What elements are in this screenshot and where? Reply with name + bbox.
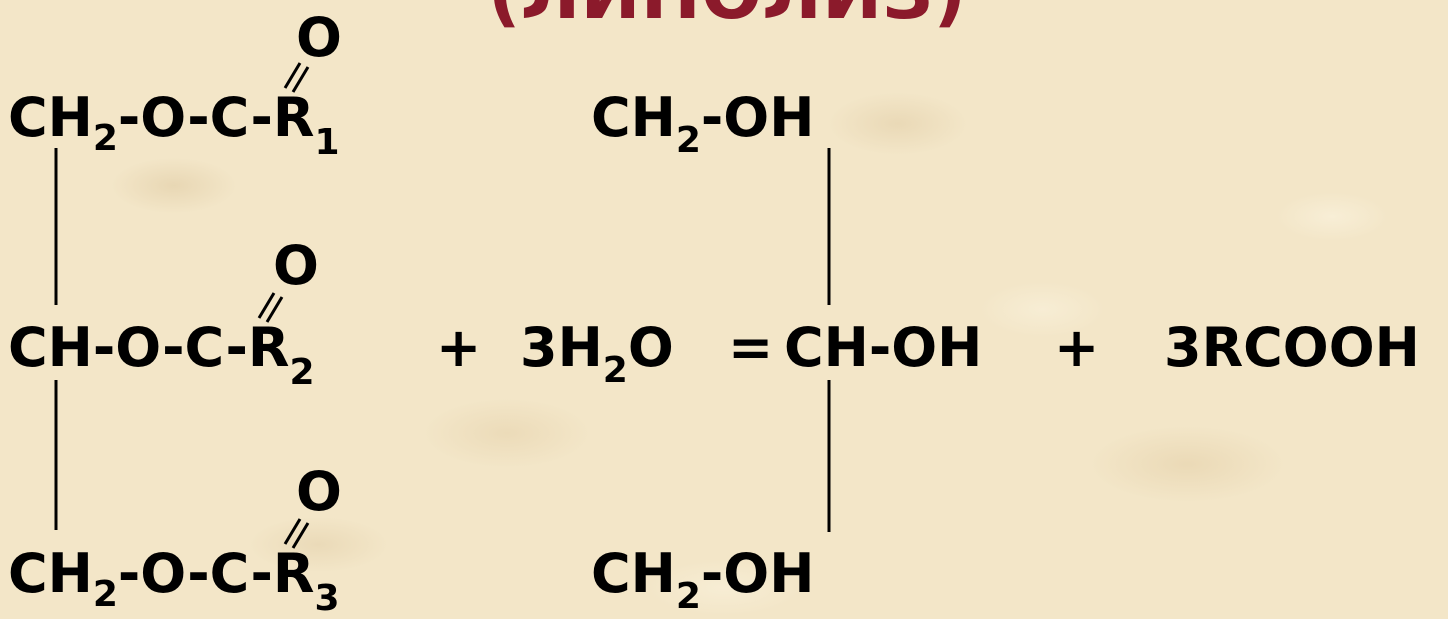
glycerol-top-main: CH: [591, 86, 676, 149]
ester-row-2-link: -O-C: [93, 316, 226, 379]
water-oxygen: O: [628, 316, 674, 379]
double-bond-1b: [291, 66, 310, 93]
double-bond-3b: [291, 522, 310, 549]
ester-row-1-r: R: [273, 86, 315, 149]
ester-row-1: CH2-O-C-R1: [8, 86, 340, 163]
equals-sign: =: [728, 316, 773, 379]
ester-row-3-main: CH: [8, 542, 93, 605]
double-bond-2a: [257, 292, 276, 319]
carbonyl-oxygen-2: O: [273, 234, 319, 297]
ester-row-1-link: -O-C: [118, 86, 251, 149]
double-bond-2b: [265, 296, 284, 323]
plus-sign-1: +: [436, 316, 481, 379]
reaction-title: (ЛИПОЛИЗ): [488, 0, 967, 35]
glycerol-top-rest: -OH: [701, 86, 815, 149]
carbonyl-oxygen-1: O: [296, 6, 342, 69]
ester-row-1-dash: -: [251, 86, 273, 149]
triglyceride: O CH2-O-C-R1 O CH-O-C-R2 O CH2-O-C-R3: [8, 6, 342, 619]
ester-row-2-r-subscript: 2: [289, 352, 314, 393]
fatty-acid: 3RCOOH: [1164, 316, 1420, 379]
ester-row-1-main-subscript: 2: [93, 118, 118, 159]
glycerol-bottom: CH2-OH: [591, 542, 814, 617]
glycerol-bottom-rest: -OH: [701, 542, 815, 605]
ester-row-1-r-subscript: 1: [315, 122, 340, 163]
glycerol-top: CH2-OH: [591, 86, 814, 161]
ester-row-2-r: R: [248, 316, 290, 379]
glycerol-top-subscript: 2: [676, 120, 701, 161]
ester-row-3-link: -O-C: [118, 542, 251, 605]
ester-row-2-main: CH: [8, 316, 93, 379]
double-bond-3a: [283, 518, 302, 545]
ester-row-3-dash: -: [251, 542, 273, 605]
double-bond-1a: [283, 62, 302, 89]
ester-row-3-main-subscript: 2: [93, 574, 118, 615]
glycerol-middle: CH-OH: [784, 316, 982, 379]
glycerol-bottom-main: CH: [591, 542, 676, 605]
water-coefficient-h: 3H: [520, 316, 603, 379]
ester-row-2-dash: -: [225, 316, 247, 379]
glycerol: CH2-OH CH-OH CH2-OH: [591, 86, 982, 617]
carbonyl-oxygen-3: O: [296, 460, 342, 523]
plus-sign-2: +: [1054, 316, 1099, 379]
water-molecule: 3H2O: [520, 316, 674, 391]
ester-row-3: CH2-O-C-R3: [8, 542, 340, 619]
ester-row-2: CH-O-C-R2: [8, 316, 315, 393]
glycerol-bottom-subscript: 2: [676, 576, 701, 617]
operators: + 3H2O = +: [436, 316, 1099, 391]
ester-row-3-r: R: [273, 542, 315, 605]
water-subscript: 2: [603, 350, 628, 391]
ester-row-1-main: CH: [8, 86, 93, 149]
ester-row-3-r-subscript: 3: [315, 578, 340, 619]
